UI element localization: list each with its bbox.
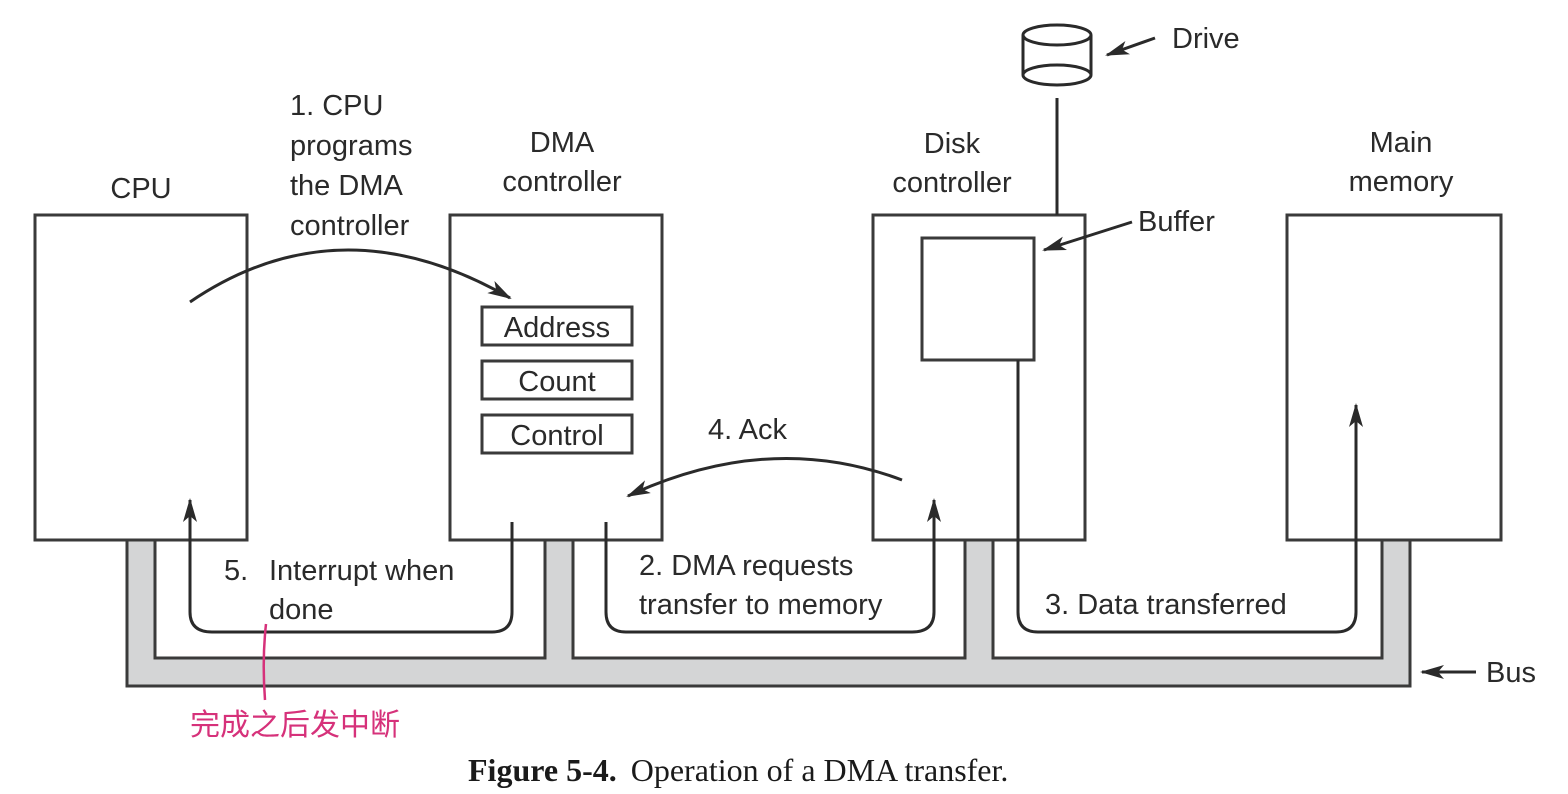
step1-arrow [189, 248, 512, 304]
step5-number: 5. [224, 555, 248, 587]
step5-label-line2: done [269, 594, 334, 626]
buffer-pointer-arrow [1042, 220, 1133, 252]
bus-label: Bus [1486, 657, 1536, 689]
step2-label-line2: transfer to memory [639, 589, 883, 621]
drive-icon [1021, 23, 1093, 87]
step1-label-line3: the DMA [290, 170, 403, 202]
register-count-box [480, 359, 634, 401]
step2-label-line1: 2. DMA requests [639, 550, 853, 582]
main-memory-label-line2: memory [1349, 166, 1454, 198]
cpu-label: CPU [110, 173, 171, 205]
step1-label-line1: 1. CPU [290, 90, 383, 122]
main-memory-label-line1: Main [1370, 127, 1433, 159]
step3-label: 3. Data transferred [1045, 589, 1287, 621]
step3-arrow [1016, 360, 1363, 634]
annotation-text: 完成之后发中断 [190, 708, 400, 743]
register-address-box [480, 305, 634, 347]
disk-controller-label-line1: Disk [924, 128, 981, 160]
dma-controller-label-line2: controller [502, 166, 622, 198]
step1-label-line4: controller [290, 210, 410, 242]
step5-label-line1: Interrupt when [269, 555, 454, 587]
step4-label: 4. Ack [708, 414, 787, 446]
cpu-box [33, 213, 249, 542]
drive-label: Drive [1172, 23, 1240, 55]
figure-caption-text: Operation of a DMA transfer. [631, 752, 1009, 788]
register-control-box [480, 413, 634, 455]
step2-arrow [604, 498, 941, 634]
register-control-label: Control [510, 420, 604, 452]
buffer-label: Buffer [1138, 206, 1215, 238]
register-address-label: Address [504, 312, 610, 344]
drive-pointer-arrow [1105, 36, 1156, 57]
step4-arrow [626, 456, 903, 498]
register-count-label: Count [518, 366, 595, 398]
step1-label-line2: programs [290, 130, 413, 162]
annotation-leader-line [262, 623, 268, 701]
figure-caption: Figure 5-4. Operation of a DMA transfer. [468, 752, 1008, 788]
figure-caption-label: Figure 5-4. [468, 752, 617, 788]
main-memory-box [1285, 213, 1503, 542]
dma-controller-label-line1: DMA [530, 127, 595, 159]
step5-arrow [183, 498, 514, 634]
buffer-box [920, 236, 1036, 362]
disk-controller-label-line2: controller [892, 167, 1012, 199]
